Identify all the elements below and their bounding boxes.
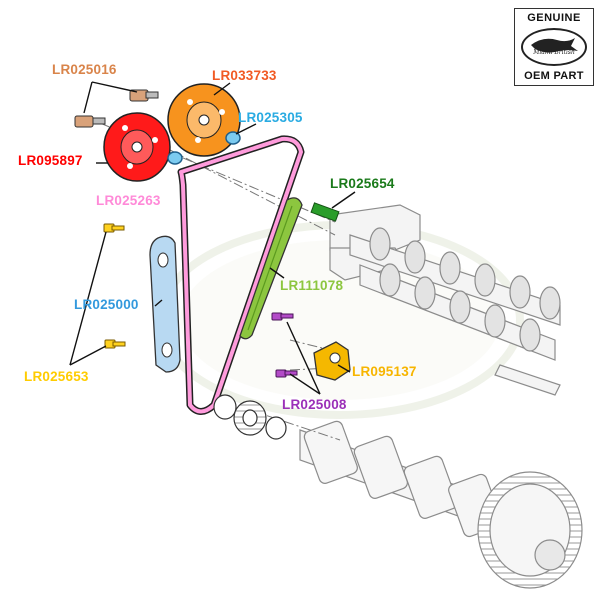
- intake-sprocket: [103, 112, 171, 182]
- badge-bottom-text: OEM PART: [524, 70, 584, 82]
- part-label-lr025305: LR025305: [238, 110, 303, 125]
- washers: [167, 131, 241, 165]
- part-label-lr025008: LR025008: [282, 397, 347, 412]
- tensioner-bolts: [271, 312, 298, 378]
- part-label-lr025000: LR025000: [74, 297, 139, 312]
- genuine-oem-badge: GENUINE Miami British OEM PART: [514, 8, 594, 86]
- part-label-lr095137: LR095137: [352, 364, 417, 379]
- tensioner-rail: [149, 235, 181, 373]
- fish-logo-icon: [531, 38, 578, 53]
- cylinder-head-camshafts: [329, 204, 561, 396]
- part-label-lr025263: LR025263: [96, 193, 161, 208]
- exhaust-sprocket: [167, 83, 241, 157]
- part-label-lr025654: LR025654: [330, 176, 395, 191]
- badge-logo-oval: [521, 28, 587, 66]
- part-label-lr095897: LR095897: [18, 153, 83, 168]
- leader-lines: [69, 81, 356, 395]
- chain-tensioner: [313, 341, 351, 381]
- part-label-lr025016: LR025016: [52, 62, 117, 77]
- part-label-lr111078: LR111078: [280, 278, 344, 293]
- crank-sprocket: [213, 394, 287, 440]
- sprocket-bolts: [74, 89, 159, 128]
- part-label-lr025653: LR025653: [24, 369, 89, 384]
- tensioner-spring: [310, 202, 340, 222]
- pivot-bolts: [103, 223, 126, 349]
- crankshaft: [299, 420, 583, 589]
- badge-logo-text: Miami British: [533, 49, 575, 56]
- badge-top-text: GENUINE: [527, 12, 581, 24]
- part-label-lr033733: LR033733: [212, 68, 277, 83]
